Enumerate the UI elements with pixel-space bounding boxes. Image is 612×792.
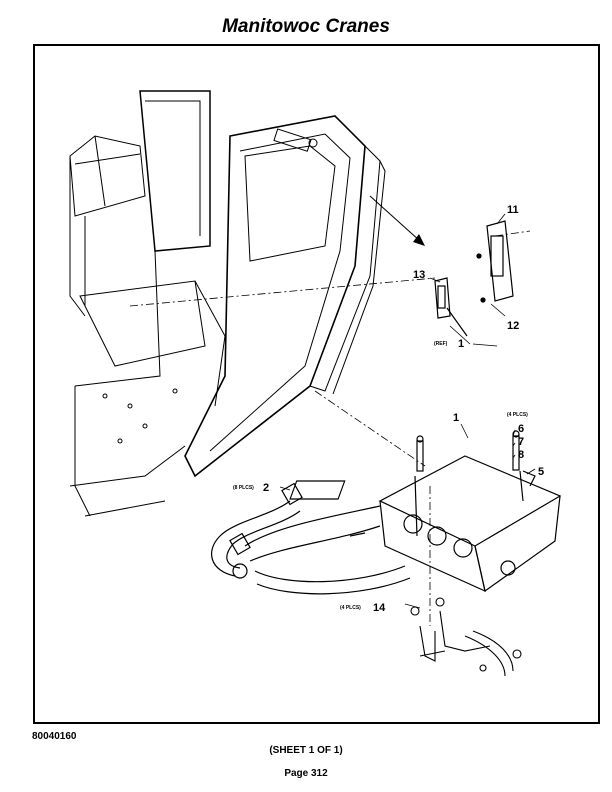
- callout-leaders: [279, 213, 536, 609]
- callout-5: 5: [538, 466, 544, 478]
- sheet-indicator: (SHEET 1 OF 1): [269, 745, 343, 756]
- callout-8: 8: [518, 449, 524, 461]
- callout-13: 13: [413, 269, 425, 281]
- hoses: [211, 482, 411, 595]
- callout-14-label: (4 PLCS): [340, 605, 361, 611]
- callout-6-label: (4 PLCS): [507, 412, 528, 418]
- callout-1-ref-label: (REF): [434, 341, 448, 347]
- callout-12: 12: [507, 320, 519, 332]
- page-title: Manitowoc Cranes: [222, 16, 390, 37]
- heater-unit: [289, 430, 562, 593]
- callout-labels: 1 (REF) 1 (8 PLCS) 2 (4 PLCS) 6 7 8 5 11…: [233, 204, 544, 614]
- drawing-number: 80040160: [32, 731, 77, 742]
- callout-2-label: (8 PLCS): [233, 485, 254, 491]
- callout-1-ref: 1: [458, 338, 464, 350]
- mounting-bracket: [410, 597, 522, 677]
- callout-1-heater: 1: [453, 412, 459, 424]
- page-number: Page 312: [284, 768, 328, 779]
- callout-6: 6: [518, 423, 524, 435]
- leader-lines: [129, 230, 531, 626]
- callout-2: 2: [263, 482, 269, 494]
- drawing-frame: 1 (REF) 1 (8 PLCS) 2 (4 PLCS) 6 7 8 5 11…: [33, 44, 600, 724]
- callout-14: 14: [373, 602, 386, 614]
- callout-11: 11: [507, 204, 519, 216]
- detail-arrow: [369, 195, 425, 246]
- callout-7: 7: [518, 436, 524, 448]
- cab-structure: [69, 90, 386, 517]
- switch-detail: [434, 220, 514, 337]
- parts-diagram: 1 (REF) 1 (8 PLCS) 2 (4 PLCS) 6 7 8 5 11…: [69, 90, 562, 677]
